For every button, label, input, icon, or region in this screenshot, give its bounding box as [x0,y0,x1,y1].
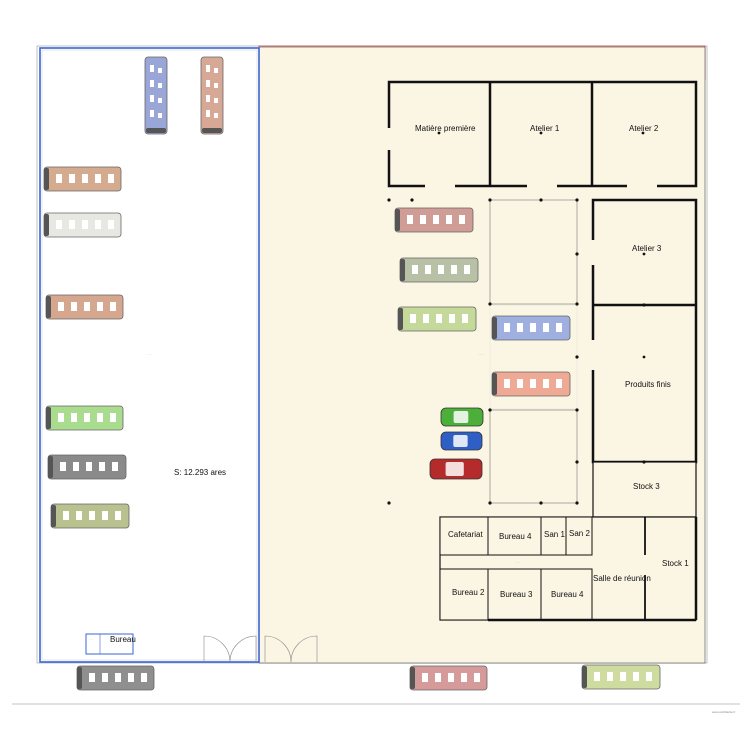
bus-left-6 [50,503,130,529]
car-red [429,458,483,480]
parking-lot-boundary [39,47,260,663]
light-point [641,131,645,135]
light-point [642,252,646,256]
bus-mid-5 [491,371,571,397]
svg-text:··: ·· [114,645,116,649]
building-east [591,198,698,518]
room-bureau-3: Bureau 3 [500,590,533,599]
bus-bottom-3 [581,664,661,690]
room-cafetariat: Cafetariat [448,530,483,539]
room-bureau-2: Bureau 2 [452,588,485,597]
light-point [642,355,646,359]
car-blue [440,431,483,451]
bus-bottom-2 [409,665,488,691]
room-san-2: San 2 [569,529,590,538]
room-atelier-1: Atelier 1 [530,124,560,133]
vehicles-layer [43,56,661,691]
building-north [387,80,698,188]
bus-left-2 [43,212,122,238]
svg-text:····: ···· [89,637,93,641]
bus-left-4 [45,405,124,431]
room-stock-3: Stock 3 [633,482,660,491]
guard-office: ···· ·· [85,633,134,655]
room-atelier-3: Atelier 3 [632,244,662,253]
bus-left-5 [47,454,127,480]
room-bureau-guard: Bureau [110,635,136,644]
site-area-label: S: 12.293 ares [174,468,226,477]
small-mark-left: ······ [146,352,152,356]
room-stock-1: Stock 1 [662,559,689,568]
bus-mid-1 [394,207,474,233]
bus-mid-4 [491,315,571,341]
room-bureau-4-top: Bureau 4 [499,532,532,541]
bus-vertical-salmon [200,56,224,135]
room-matiere-premiere: Matière première [415,124,476,133]
bus-bottom-1 [76,665,155,691]
bus-mid-2 [399,257,479,283]
loading-bays [387,198,579,505]
svg-text:·····: ····· [515,560,520,564]
room-bureau-4-bottom: Bureau 4 [551,590,584,599]
room-san-1: San 1 [544,530,565,539]
bus-mid-3 [397,306,477,332]
site-inner-boundary [41,49,258,661]
room-salle-de-reunion: Salle de réunion [593,574,651,583]
bus-vertical-blue [144,56,168,135]
watermark: www.archifacile.fr [712,710,735,714]
room-produits-finis: Produits finis [625,380,671,389]
bus-left-1 [43,166,122,192]
bus-left-3 [45,294,124,320]
light-point [539,131,543,135]
gate-swing-left [203,635,257,663]
car-green [440,407,484,427]
small-mark-center: ······ [478,352,484,356]
light-point [437,131,441,135]
room-atelier-2: Atelier 2 [629,124,659,133]
gate-swing-right [264,635,318,663]
building-offices: ····· [439,516,698,622]
